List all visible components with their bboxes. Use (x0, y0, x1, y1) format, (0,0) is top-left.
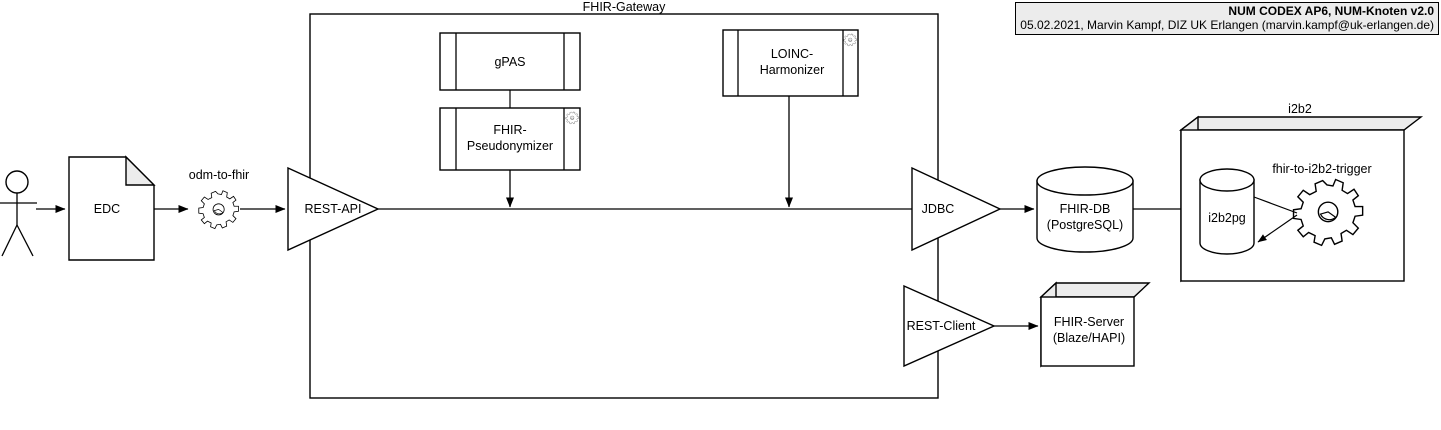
node-fhir-db-label-line1: FHIR-DB (1060, 202, 1111, 216)
node-fhir-pseudonymizer: FHIR- Pseudonymizer (439, 107, 581, 171)
i2b2-label: i2b2 (1288, 102, 1312, 116)
fhir-gateway-label: FHIR-Gateway (583, 0, 666, 14)
node-i2b2pg: i2b2pg (1199, 168, 1255, 255)
node-i2b2pg-label: i2b2pg (1208, 211, 1246, 225)
fhir-to-i2b2-trigger-label: fhir-to-i2b2-trigger (1272, 162, 1371, 176)
node-fhir-db: FHIR-DB (PostgreSQL) (1036, 166, 1134, 253)
node-fhir-to-i2b2-trigger: fhir-to-i2b2-trigger (1272, 162, 1372, 247)
node-gpas: gPAS (439, 32, 581, 91)
node-fhir-server-label-line1: FHIR-Server (1054, 315, 1124, 329)
node-rest-client-label: REST-Client (907, 319, 976, 333)
node-rest-client: REST-Client (903, 284, 996, 368)
node-loinc-harmonizer-label-line2: Harmonizer (760, 63, 825, 77)
node-gpas-label: gPAS (494, 55, 525, 69)
node-fhir-db-label-line2: (PostgreSQL) (1047, 218, 1123, 232)
node-fhir-server-label-line2: (Blaze/HAPI) (1053, 331, 1125, 345)
node-loinc-harmonizer-label-line1: LOINC- (771, 47, 813, 61)
node-fhir-server: FHIR-Server (Blaze/HAPI) (1039, 281, 1151, 368)
odm-to-fhir-label: odm-to-fhir (189, 168, 249, 182)
title-block: NUM CODEX AP6, NUM-Knoten v2.0 05.02.202… (1015, 2, 1439, 35)
node-fhir-pseudonymizer-label-line1: FHIR- (493, 123, 526, 137)
title-line-1: NUM CODEX AP6, NUM-Knoten v2.0 (1228, 4, 1434, 18)
node-edc: EDC (68, 155, 156, 261)
node-edc-label: EDC (94, 202, 120, 216)
i2b2-container: i2b2 i2b2pg fhir-to-i2b2-trigger (1178, 102, 1424, 283)
node-loinc-harmonizer: LOINC- Harmonizer (722, 29, 859, 97)
node-fhir-pseudonymizer-label-line2: Pseudonymizer (467, 139, 553, 153)
node-rest-api-label: REST-API (305, 202, 362, 216)
edge-trigger-to-i2b2pg (1257, 214, 1298, 243)
node-odm-to-fhir: odm-to-fhir (189, 168, 249, 230)
node-rest-api: REST-API (287, 166, 380, 252)
node-jdbc: JDBC (911, 166, 1002, 252)
edge-i2b2pg-to-trigger (1253, 196, 1298, 214)
node-jdbc-label: JDBC (922, 202, 955, 216)
title-line-2: 05.02.2021, Marvin Kampf, DIZ UK Erlange… (1020, 18, 1434, 32)
actor-icon (0, 170, 37, 257)
